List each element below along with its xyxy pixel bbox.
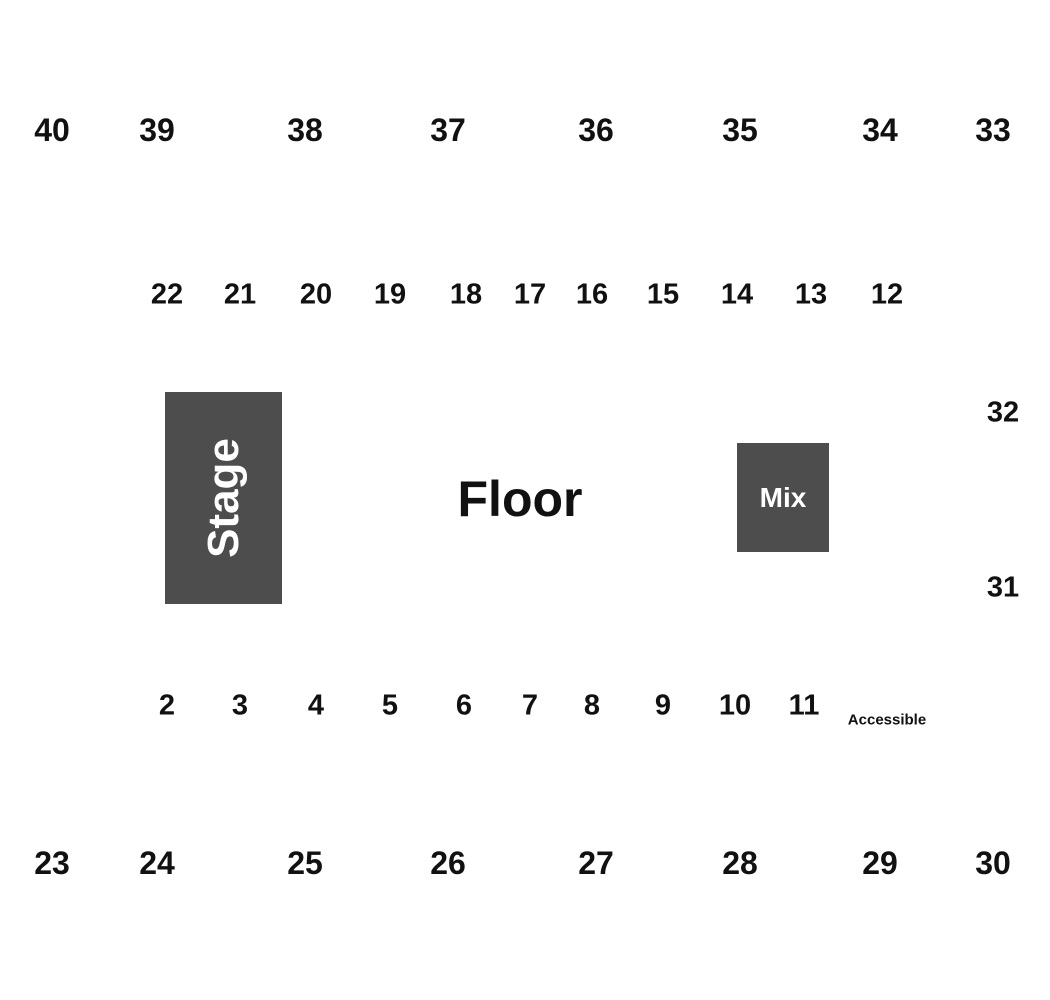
section-7[interactable]: 7 [521,689,539,722]
section-accessible[interactable]: Accessible [847,711,927,729]
section-2[interactable]: 2 [158,689,176,722]
section-32[interactable]: 32 [986,396,1020,429]
section-14[interactable]: 14 [720,278,754,311]
section-22[interactable]: 22 [150,278,184,311]
section-17[interactable]: 17 [513,278,547,311]
section-11[interactable]: 11 [788,689,820,722]
section-27[interactable]: 27 [578,845,614,881]
stage-label: Stage [198,438,248,558]
section-5[interactable]: 5 [381,689,399,722]
section-20[interactable]: 20 [299,278,333,311]
section-10[interactable]: 10 [718,689,752,722]
section-8[interactable]: 8 [583,689,601,722]
section-38[interactable]: 38 [287,112,323,148]
section-3[interactable]: 3 [231,689,249,722]
section-37[interactable]: 37 [430,112,466,148]
section-31[interactable]: 31 [986,571,1020,604]
section-24[interactable]: 24 [139,845,175,881]
section-35[interactable]: 35 [722,112,758,148]
section-25[interactable]: 25 [287,845,323,881]
section-30[interactable]: 30 [975,845,1011,881]
section-40[interactable]: 40 [34,112,70,148]
section-19[interactable]: 19 [373,278,407,311]
section-28[interactable]: 28 [722,845,758,881]
section-23[interactable]: 23 [34,845,70,881]
mix-position: Mix [737,443,829,552]
section-34[interactable]: 34 [862,112,898,148]
section-9[interactable]: 9 [654,689,672,722]
section-15[interactable]: 15 [646,278,680,311]
section-39[interactable]: 39 [139,112,175,148]
section-29[interactable]: 29 [862,845,898,881]
mix-label: Mix [759,481,807,513]
section-18[interactable]: 18 [449,278,483,311]
section-4[interactable]: 4 [307,689,325,722]
section-21[interactable]: 21 [223,278,257,311]
floor-section[interactable]: Floor [457,471,583,527]
stage: Stage [165,392,282,604]
section-33[interactable]: 33 [975,112,1011,148]
section-26[interactable]: 26 [430,845,466,881]
section-6[interactable]: 6 [455,689,473,722]
section-16[interactable]: 16 [575,278,609,311]
section-12[interactable]: 12 [870,278,904,311]
section-13[interactable]: 13 [794,278,828,311]
section-36[interactable]: 36 [578,112,614,148]
